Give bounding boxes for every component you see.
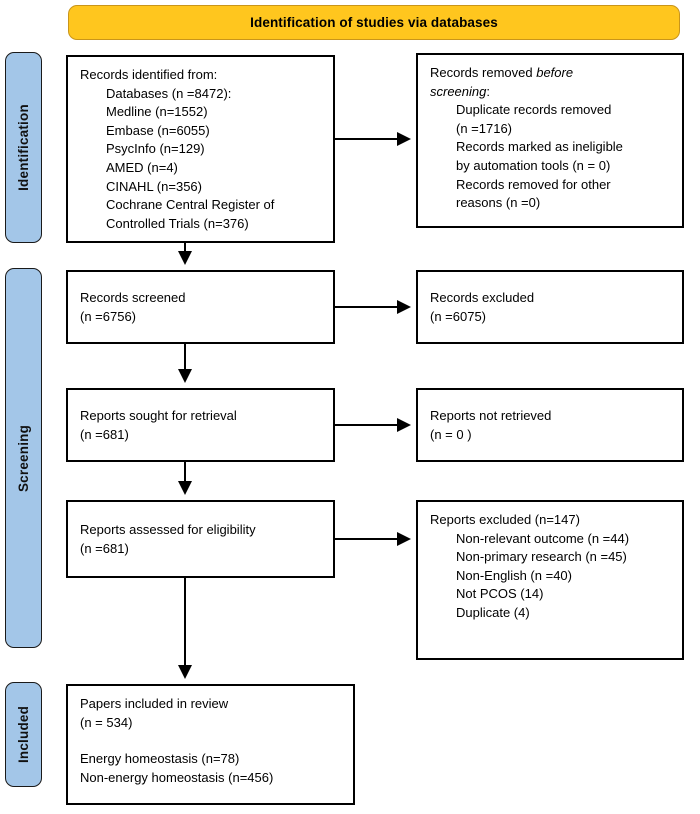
- reports-sought-label: Reports sought for retrieval: [80, 407, 237, 423]
- non-energy-homeostasis-count: Non-energy homeostasis (n=456): [80, 769, 274, 785]
- ineligible-automation-line2: by automation tools (n = 0): [456, 157, 611, 173]
- records-screened-label: Records screened: [80, 289, 186, 305]
- papers-included-spacer: [80, 732, 343, 750]
- reason-non-english: Non-English (n =40): [456, 567, 572, 583]
- phase-label-included: Included: [16, 705, 32, 764]
- reports-excluded-heading: Reports excluded (n=147): [430, 512, 580, 527]
- source-databases: Databases (n =8472):: [106, 85, 232, 101]
- phase-label-identification: Identification: [16, 104, 31, 191]
- reports-not-retrieved-label: Reports not retrieved: [430, 407, 552, 423]
- records-excluded-label: Records excluded: [430, 289, 535, 305]
- records-removed-heading-emphasis2: screening: [430, 83, 487, 99]
- records-identified-heading: Records identified from:: [80, 67, 218, 82]
- energy-homeostasis-count: Energy homeostasis (n=78): [80, 751, 240, 767]
- box-reports-not-retrieved: Reports not retrieved (n = 0 ): [416, 388, 684, 462]
- source-embase: Embase (n=6055): [106, 122, 210, 138]
- ineligible-automation-line1: Records marked as ineligible: [456, 139, 623, 155]
- removed-other-reasons-line1: Records removed for other: [456, 176, 611, 192]
- source-cinahl: CINAHL (n=356): [106, 178, 202, 194]
- diagram-header-banner: Identification of studies via databases: [68, 5, 680, 40]
- removed-other-reasons-line2: reasons (n =0): [456, 195, 541, 211]
- source-cochrane-line1: Cochrane Central Register of: [106, 197, 275, 213]
- source-medline: Medline (n=1552): [106, 104, 208, 120]
- box-records-excluded: Records excluded (n =6075): [416, 270, 684, 344]
- box-reports-sought-for-retrieval: Reports sought for retrieval (n =681): [66, 388, 335, 462]
- duplicate-records-removed: Duplicate records removed: [456, 102, 612, 118]
- reports-assessed-count: (n =681): [80, 540, 129, 556]
- records-removed-heading-colon: :: [486, 83, 490, 99]
- phase-bar-identification: Identification: [5, 52, 42, 243]
- box-papers-included-in-review: Papers included in review (n = 534) Ener…: [66, 684, 355, 805]
- box-records-screened: Records screened (n =6756): [66, 270, 335, 344]
- reason-not-pcos: Not PCOS (14): [456, 586, 544, 602]
- source-cochrane-line2: Controlled Trials (n=376): [106, 215, 249, 231]
- box-reports-assessed-for-eligibility: Reports assessed for eligibility (n =681…: [66, 500, 335, 578]
- records-excluded-count: (n =6075): [430, 308, 487, 324]
- reason-duplicate: Duplicate (4): [456, 604, 530, 620]
- reports-sought-count: (n =681): [80, 426, 129, 442]
- source-psycinfo: PsycInfo (n=129): [106, 141, 205, 157]
- duplicate-records-count: (n =1716): [456, 120, 513, 136]
- box-records-removed-before-screening: Records removed before screening: Duplic…: [416, 53, 684, 228]
- diagram-title: Identification of studies via databases: [250, 15, 498, 30]
- records-removed-heading-emphasis: before: [536, 65, 574, 80]
- box-reports-excluded-with-reasons: Reports excluded (n=147) Non-relevant ou…: [416, 500, 684, 660]
- records-removed-heading-text: Records removed: [430, 65, 537, 80]
- records-removed-heading-line1: Records removed before: [430, 64, 672, 83]
- papers-included-label: Papers included in review: [80, 696, 229, 711]
- papers-included-count: (n = 534): [80, 714, 133, 730]
- reason-non-relevant-outcome: Non-relevant outcome (n =44): [456, 530, 630, 546]
- phase-label-screening: Screening: [16, 424, 32, 492]
- records-removed-heading-line2: screening:: [430, 83, 672, 102]
- records-screened-count: (n =6756): [80, 308, 137, 324]
- reports-not-retrieved-count: (n = 0 ): [430, 426, 472, 442]
- box-records-identified: Records identified from: Databases (n =8…: [66, 55, 335, 243]
- source-amed: AMED (n=4): [106, 159, 178, 175]
- phase-bar-included: Included: [5, 682, 42, 787]
- reports-assessed-label: Reports assessed for eligibility: [80, 521, 256, 537]
- reason-non-primary-research: Non-primary research (n =45): [456, 549, 627, 565]
- phase-bar-screening: Screening: [5, 268, 42, 648]
